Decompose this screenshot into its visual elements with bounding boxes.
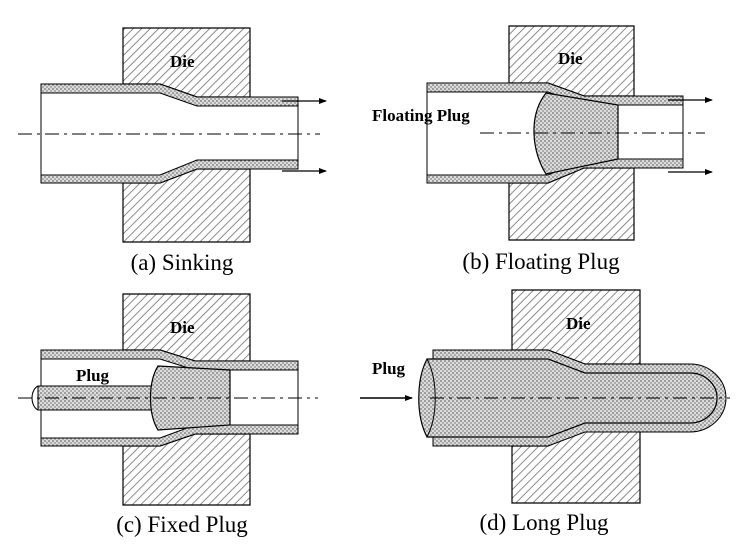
caption-long-plug: (d) Long Plug: [479, 510, 609, 535]
die-label: Die: [558, 49, 583, 68]
die-label: Die: [170, 318, 195, 337]
panel-sinking: Die (a) Sinking: [18, 27, 327, 275]
tube-wall-lower: [40, 424, 299, 447]
caption-floating-plug: (b) Floating Plug: [462, 249, 620, 274]
panel-fixed-plug: Die Plug (c) Fixed Plug: [18, 293, 318, 537]
die-label: Die: [566, 314, 591, 333]
plug-label: Plug: [372, 359, 406, 378]
panel-floating-plug: Die Floating Plug (b) Floating Plug: [372, 25, 713, 274]
caption-fixed-plug: (c) Fixed Plug: [116, 512, 248, 537]
plug-label: Plug: [76, 366, 110, 385]
floating-plug: [533, 92, 619, 175]
panel-long-plug: Die Plug (d) Long Plug: [360, 289, 730, 535]
die-label: Die: [170, 52, 195, 71]
floating-plug-label: Floating Plug: [372, 106, 470, 125]
caption-sinking: (a) Sinking: [131, 250, 234, 275]
tube-wall-upper: [40, 83, 299, 107]
tube-wall-lower: [40, 159, 299, 184]
